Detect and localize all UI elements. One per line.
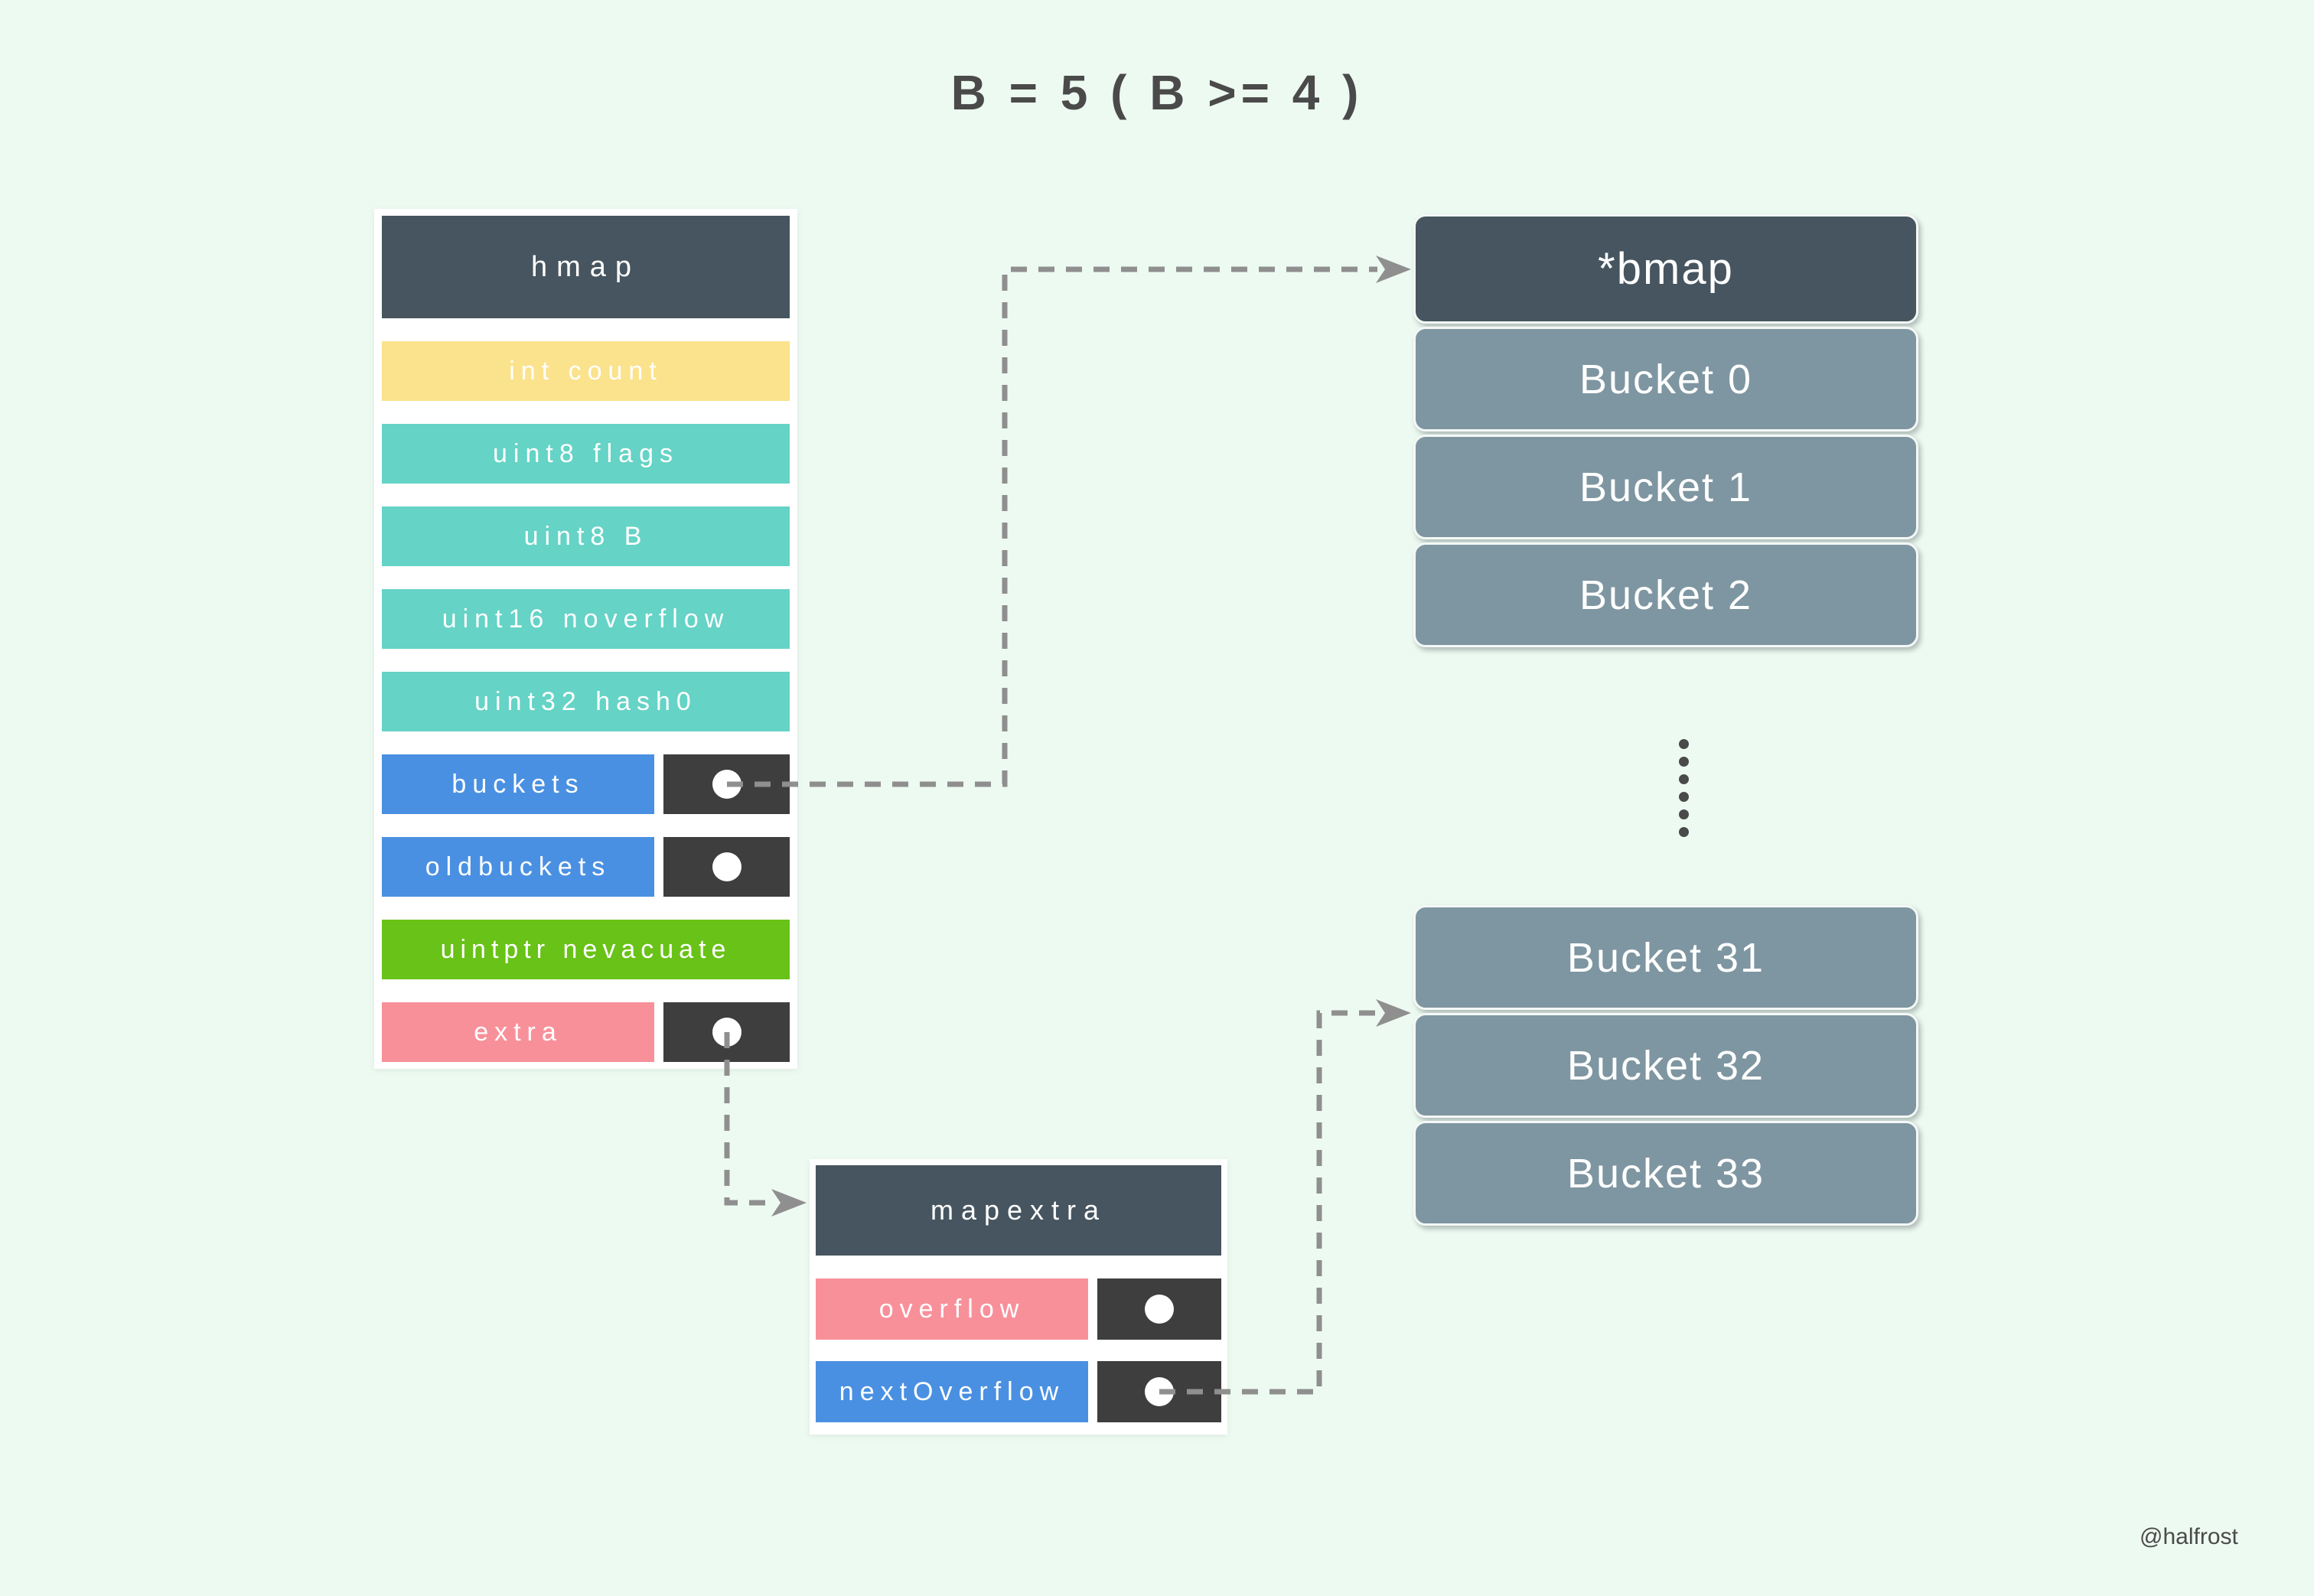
hmap-field-noverflow-label: uint16 noverflow [382,589,790,649]
buckets-pointer-dot-icon [712,770,741,799]
extra-pointer-cell [663,1002,790,1062]
arrow-buckets-to-bmap [727,256,1411,787]
bucket-32-block: Bucket 32 [1413,1013,1918,1118]
hmap-field-extra: extra [382,1002,790,1062]
bucket-33-block: Bucket 33 [1413,1121,1918,1226]
bucket-0-block: Bucket 0 [1413,327,1918,432]
hmap-field-hash0-label: uint32 hash0 [382,672,790,731]
bucket-1-block: Bucket 1 [1413,435,1918,539]
hmap-field-nevacuate: uintptr nevacuate [382,920,790,979]
bucket-2-block: Bucket 2 [1413,542,1918,647]
hmap-field-oldbuckets-label: oldbuckets [382,837,654,897]
vertical-ellipsis-icon [1679,739,1689,837]
mapextra-header: mapextra [816,1165,1221,1256]
hmap-struct-panel: hmap int count uint8 flags uint8 B uint1… [374,209,797,1069]
oldbuckets-pointer-dot-icon [712,852,741,881]
mapextra-field-nextoverflow: nextOverflow [816,1361,1221,1422]
watermark: @halfrost [2140,1524,2238,1549]
mapextra-field-nextoverflow-label: nextOverflow [816,1361,1088,1422]
mapextra-field-overflow-label: overflow [816,1278,1088,1340]
hmap-field-count-label: int count [382,341,790,401]
hmap-field-noverflow: uint16 noverflow [382,589,790,649]
overflow-pointer-dot-icon [1145,1295,1174,1324]
hmap-field-hash0: uint32 hash0 [382,672,790,731]
hmap-field-extra-label: extra [382,1002,654,1062]
hmap-field-buckets-label: buckets [382,754,654,814]
hmap-field-flags-label: uint8 flags [382,424,790,484]
oldbuckets-pointer-cell [663,837,790,897]
hmap-field-b-label: uint8 B [382,506,790,566]
hmap-field-nevacuate-label: uintptr nevacuate [382,920,790,979]
nextoverflow-pointer-cell [1097,1361,1221,1422]
diagram-title: B = 5 ( B >= 4 ) [950,65,1364,120]
hmap-field-b: uint8 B [382,506,790,566]
mapextra-field-overflow: overflow [816,1278,1221,1340]
overflow-pointer-cell [1097,1278,1221,1340]
hmap-field-flags: uint8 flags [382,424,790,484]
hmap-field-oldbuckets: oldbuckets [382,837,790,897]
bmap-bucket-group-top: *bmap Bucket 0 Bucket 1 Bucket 2 [1413,214,1918,647]
hmap-field-count: int count [382,341,790,401]
bmap-bucket-group-bottom: Bucket 31 Bucket 32 Bucket 33 [1413,905,1918,1226]
hmap-field-buckets: buckets [382,754,790,814]
hmap-header: hmap [382,216,790,318]
nextoverflow-pointer-dot-icon [1145,1377,1174,1406]
extra-pointer-dot-icon [712,1018,741,1047]
bucket-31-block: Bucket 31 [1413,905,1918,1010]
mapextra-struct-panel: mapextra overflow nextOverflow [810,1159,1227,1435]
buckets-pointer-cell [663,754,790,814]
bmap-header-block: *bmap [1413,214,1918,324]
